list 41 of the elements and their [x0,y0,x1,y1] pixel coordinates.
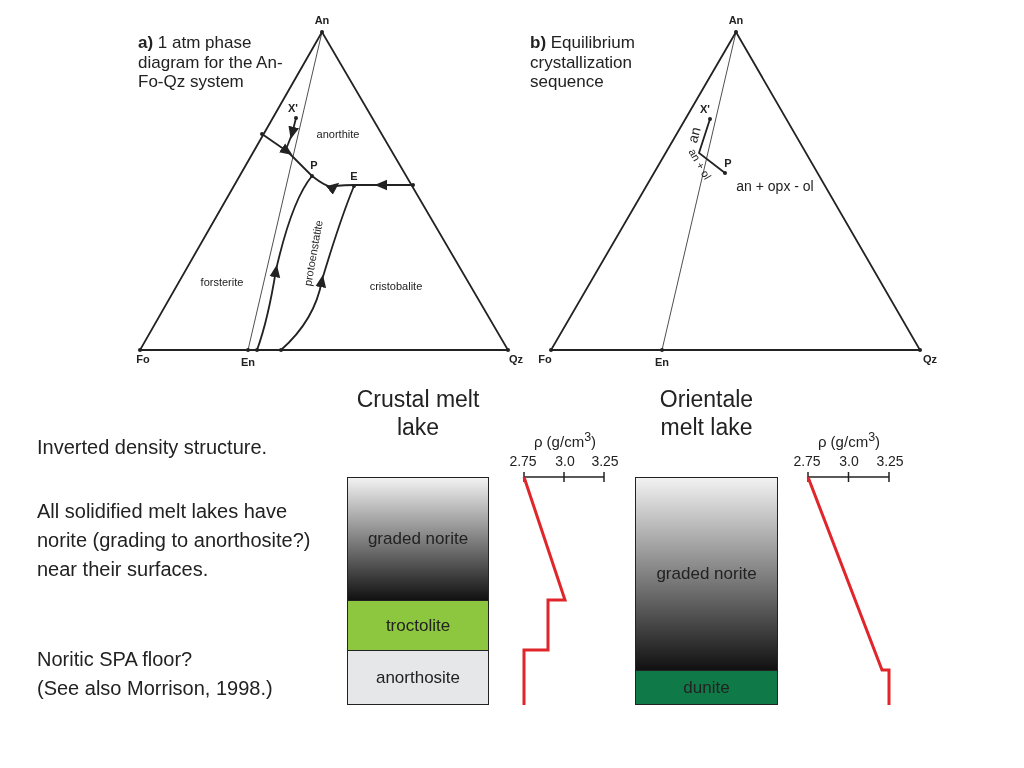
vertex-label: En [654,356,670,368]
vertex-label: Fo [136,353,150,365]
panel-title: b) Equilibrium crystallization sequence [530,33,636,92]
tick-label: 2.75 [509,453,537,469]
rock-layer: graded norite [347,477,489,601]
field-label: cristobalite [369,280,423,292]
tick-label: 2.75 [793,453,821,469]
vertex-label: Fo [538,353,552,365]
tick-label: 3.25 [876,453,904,469]
rock-layer: dunite [635,670,778,705]
vertex-label: An [728,14,744,26]
point-label: E [350,170,358,182]
path-label: an + ol [686,146,714,182]
point-label: X' [288,102,298,114]
vertex-label: Qz [922,353,938,365]
field-label: forsterite [200,276,244,288]
axis-title: ρ (g/cm$^{3}$) [533,430,597,450]
vertex-label: Qz [508,353,524,365]
column-heading: Crustal melt lake [355,385,481,441]
tick-label: 3.0 [555,453,575,469]
point-label: X' [700,103,710,115]
field-label: protoenstatite [301,219,325,287]
note-text: All solidified melt lakes have norite (grading to anorthosite?) near their surfaces. [37,499,312,582]
point-label: P [724,157,732,169]
vertex-label: En [240,356,256,368]
note-text: (See also Morrison, 1998.) [37,677,273,700]
tick-label: 3.25 [591,453,619,469]
path-label: an [684,125,704,145]
rock-layer: anorthosite [347,650,489,705]
note-text: Noritic SPA floor? [37,648,193,671]
tick-label: 3.0 [839,453,859,469]
column-heading: Orientale melt lake [658,385,755,441]
panel-title: a) 1 atm phase diagram for the An-Fo-Qz system [138,33,284,92]
point-label: P [310,159,318,171]
rock-layer: troctolite [347,600,489,651]
note-text: Inverted density structure. [37,436,268,459]
rock-layer: graded norite [635,477,778,671]
vertex-label: An [314,14,330,26]
axis-title: ρ (g/cm$^{3}$) [817,430,881,450]
phase-label: an + opx - ol [736,178,814,194]
field-label: anorthite [316,128,360,140]
